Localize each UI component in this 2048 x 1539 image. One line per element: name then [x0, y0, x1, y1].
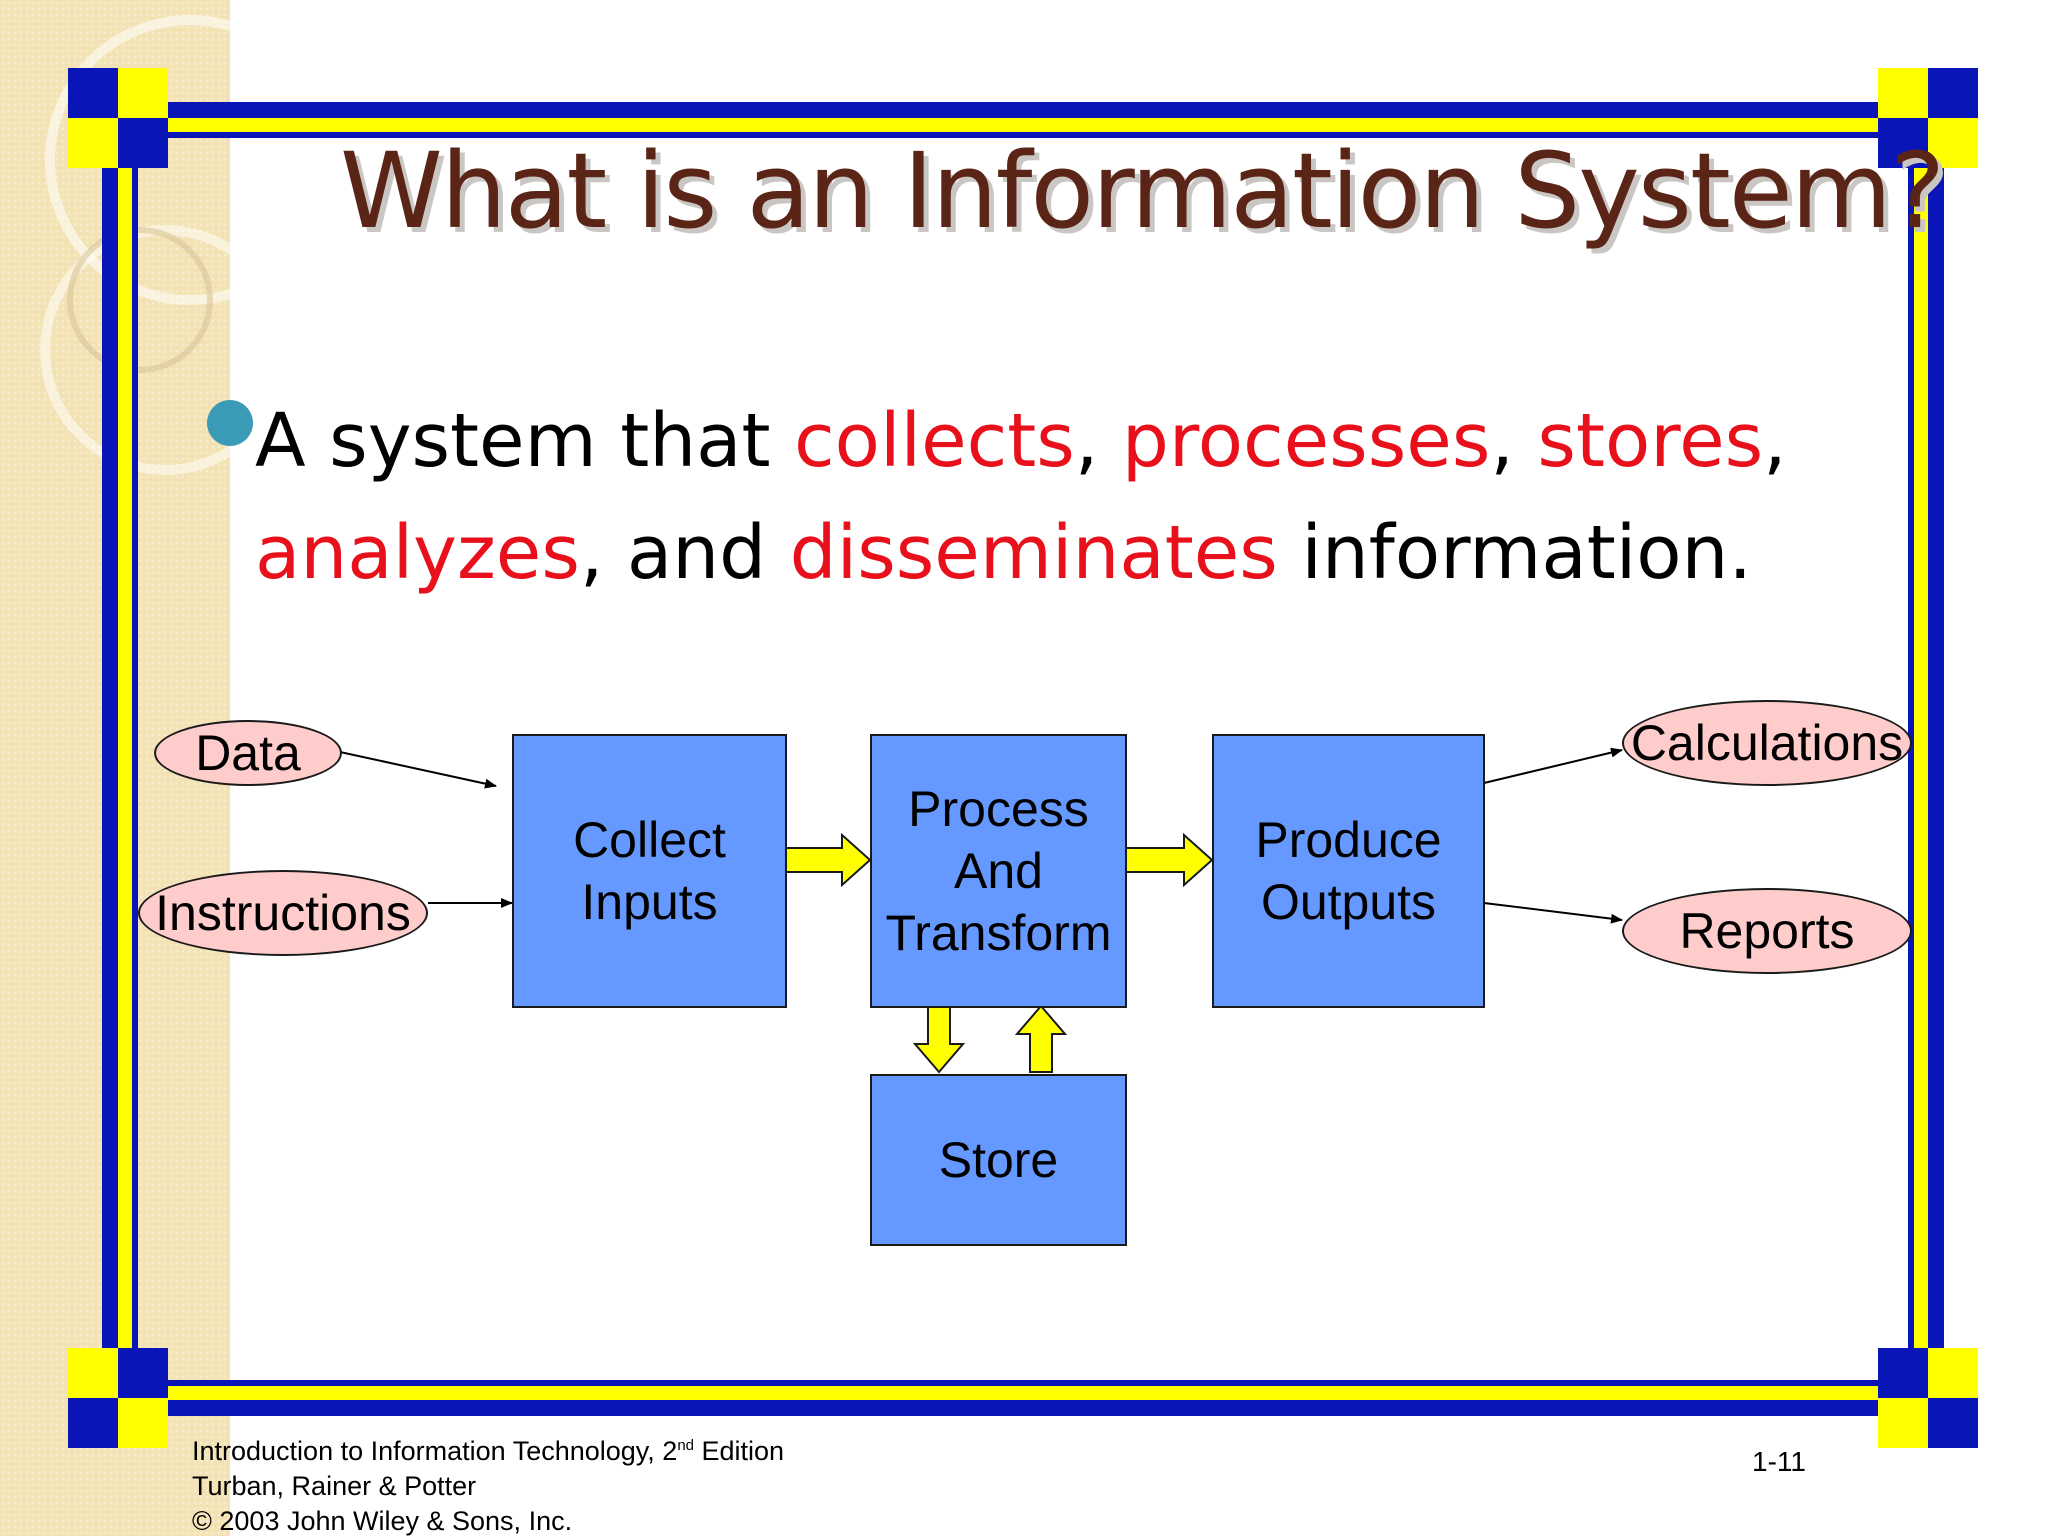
slide-number: 1-11 — [1752, 1446, 1806, 1477]
output-oval-label: Reports — [1679, 903, 1855, 959]
block-arrow-collect-to-process — [784, 832, 872, 888]
block-arrow-store-to-process — [1014, 1004, 1068, 1073]
slide-title: What is an Information System? — [340, 130, 1945, 252]
box-line: Inputs — [581, 874, 718, 930]
arrow-produce-to-reports — [1483, 902, 1623, 924]
box-line: Process — [908, 781, 1089, 837]
box-line: And — [954, 843, 1043, 899]
footer-line3: © 2003 John Wiley & Sons, Inc. — [192, 1506, 573, 1536]
bullet-dot-icon — [207, 400, 253, 446]
bullet-keyword: stores — [1537, 398, 1764, 484]
arrow-data-to-collect — [339, 751, 497, 789]
bullet-keyword: analyzes — [255, 510, 580, 596]
footer-line: Introduction to Information Technology, … — [192, 1428, 784, 1469]
footer-line1-suffix: Edition — [694, 1436, 785, 1466]
box-line: Collect — [573, 812, 726, 868]
bullet-keyword: collects — [794, 398, 1075, 484]
box-line: Outputs — [1260, 874, 1437, 930]
footer-line2: Turban, Rainer & Potter — [192, 1471, 477, 1501]
bullet-segment: A system that — [255, 398, 794, 484]
box-line: Transform — [885, 905, 1112, 961]
bullet-segment: , and — [579, 510, 790, 596]
box-line: Produce — [1255, 812, 1442, 868]
frame-bottom-bar-yellow — [130, 1386, 1920, 1400]
frame-right-bar — [1928, 130, 1944, 1380]
frame-left-bar-yellow — [118, 130, 132, 1380]
output-oval-reports: Reports — [1622, 888, 1912, 974]
bullet-segment: , — [1490, 398, 1538, 484]
frame-bottom-bar-outer — [130, 1400, 1920, 1416]
bullet-segment: , — [1763, 398, 1787, 484]
bullet-segment: information. — [1277, 510, 1752, 596]
footer-line1-prefix: Introduction to Information Technology, … — [192, 1436, 678, 1466]
input-oval-instructions: Instructions — [138, 870, 428, 956]
output-oval-calculations: Calculations — [1622, 700, 1912, 786]
arrow-produce-to-calculations — [1483, 747, 1623, 784]
footer-citation: Introduction to Information Technology, … — [192, 1428, 784, 1539]
bullet-keyword: processes — [1121, 398, 1491, 484]
output-oval-label: Calculations — [1630, 715, 1904, 771]
store-box: Store — [870, 1074, 1127, 1246]
bullet-text: A system that collects, processes, store… — [255, 385, 1855, 609]
input-oval-data: Data — [154, 720, 342, 786]
input-oval-label: Data — [195, 725, 301, 781]
frame-left-bar-inner — [132, 130, 138, 1380]
block-arrow-process-to-store — [912, 1005, 966, 1074]
frame-bottom-bar — [130, 1380, 1920, 1386]
bullet-segment: , — [1074, 398, 1122, 484]
frame-top-bar — [130, 102, 1920, 118]
frame-right-bar-yellow — [1914, 130, 1928, 1380]
input-oval-label: Instructions — [155, 885, 411, 941]
bullet-keyword: disseminates — [789, 510, 1278, 596]
frame-top-bar-yellow — [130, 118, 1920, 132]
block-arrow-process-to-produce — [1125, 832, 1214, 888]
box-line: Store — [938, 1132, 1059, 1188]
frame-right-bar-inner — [1908, 130, 1914, 1380]
footer-line1-sup: nd — [677, 1437, 694, 1454]
frame-left-bar — [102, 130, 118, 1380]
frame-top-bar-inner — [130, 132, 1920, 138]
